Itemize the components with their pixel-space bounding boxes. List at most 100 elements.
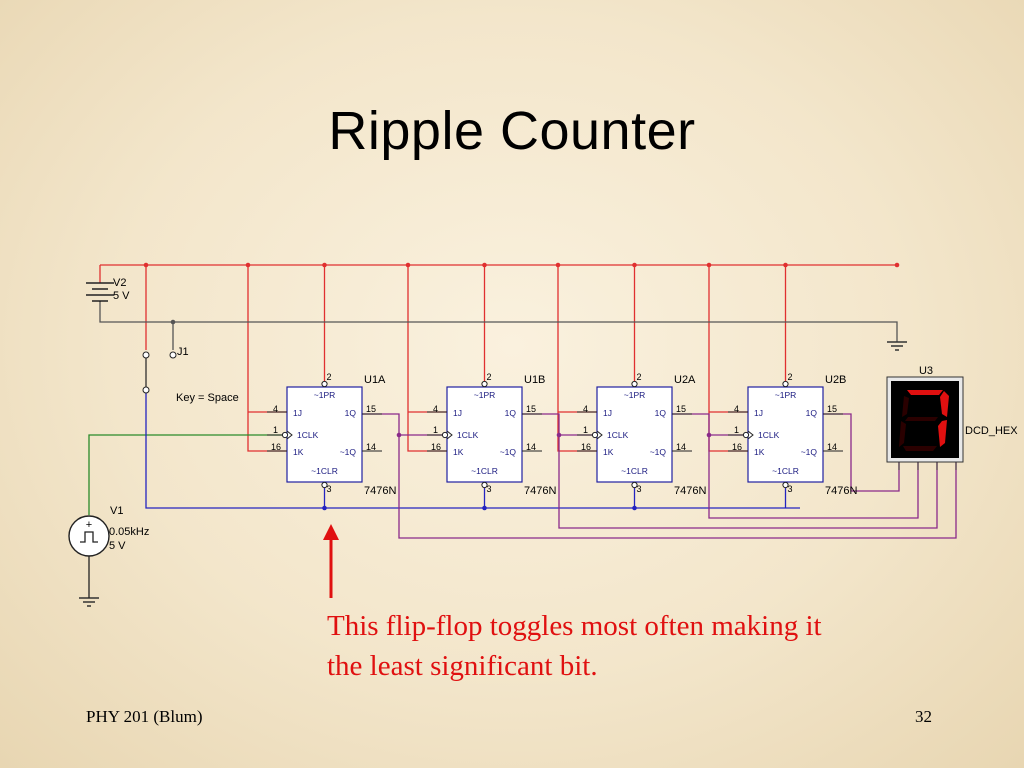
flipflop-model: 7476N bbox=[825, 485, 857, 497]
label-clr: ~1CLR bbox=[621, 466, 648, 476]
pin-clr: 3 bbox=[788, 484, 793, 494]
label-pr: ~1PR bbox=[474, 390, 496, 400]
display-model: DCD_HEX bbox=[965, 425, 1018, 437]
clk-triangle bbox=[747, 430, 754, 440]
clr-bubble bbox=[481, 481, 488, 489]
label-j: 1J bbox=[453, 408, 462, 418]
label-k: 1K bbox=[293, 447, 304, 457]
pin-nq: 14 bbox=[526, 442, 536, 452]
label-clk: 1CLK bbox=[607, 430, 629, 440]
pin-stubs bbox=[427, 411, 542, 452]
clock-to-u1a bbox=[88, 434, 283, 515]
pin-clr: 3 bbox=[487, 484, 492, 494]
pin-k: 16 bbox=[581, 442, 591, 452]
junction-dot bbox=[783, 262, 788, 268]
junction-dot bbox=[632, 505, 637, 511]
caption-line-1: This flip-flop toggles most often making… bbox=[327, 610, 822, 642]
label-q: 1Q bbox=[345, 408, 357, 418]
clk-bubble bbox=[591, 431, 599, 439]
pin-nq: 14 bbox=[676, 442, 686, 452]
pin-clr: 3 bbox=[327, 484, 332, 494]
clk-triangle bbox=[446, 430, 453, 440]
flipflop-name: U1A bbox=[364, 374, 386, 386]
clk-bubble bbox=[441, 431, 449, 439]
pr-bubble bbox=[481, 380, 488, 388]
label-nq: ~1Q bbox=[340, 447, 357, 457]
flipflop-body bbox=[286, 386, 363, 483]
label-k: 1K bbox=[754, 447, 765, 457]
clk-triangle bbox=[286, 430, 293, 440]
pin-q: 15 bbox=[366, 404, 376, 414]
switch-name: J1 bbox=[177, 346, 189, 358]
ground-rail bbox=[99, 302, 898, 342]
pin-clr: 3 bbox=[637, 484, 642, 494]
label-nq: ~1Q bbox=[650, 447, 667, 457]
label-clr: ~1CLR bbox=[772, 466, 799, 476]
segment-f bbox=[902, 396, 909, 417]
junction-dot bbox=[894, 262, 900, 268]
caption-line-2: the least significant bit. bbox=[327, 650, 598, 682]
junction-dot bbox=[482, 505, 487, 511]
clock-amplitude: 5 V bbox=[109, 540, 126, 552]
pin-clk: 1 bbox=[583, 425, 588, 435]
ground-wires bbox=[79, 302, 907, 607]
switch-contact-b bbox=[169, 351, 177, 359]
flipflop-body bbox=[747, 386, 824, 483]
label-j: 1J bbox=[603, 408, 612, 418]
q1-to-display bbox=[398, 435, 957, 539]
pin-pr: 2 bbox=[788, 372, 793, 382]
pin-stubs bbox=[267, 411, 382, 452]
vcc-to-jk-3 bbox=[557, 265, 597, 452]
caption: This flip-flop toggles most often making… bbox=[327, 606, 927, 686]
pin-stubs bbox=[728, 411, 843, 452]
clr-bubble bbox=[321, 481, 328, 489]
pin-q: 15 bbox=[827, 404, 837, 414]
segment-a bbox=[907, 390, 943, 395]
q3-to-display bbox=[708, 435, 919, 519]
flipflop-name: U1B bbox=[524, 374, 545, 386]
output-wires bbox=[362, 413, 957, 539]
label-clk: 1CLK bbox=[297, 430, 319, 440]
junction-dot bbox=[322, 262, 327, 268]
pin-stubs bbox=[577, 411, 692, 452]
pin-clk: 1 bbox=[273, 425, 278, 435]
switch-contact-a bbox=[142, 351, 150, 359]
pin-nq: 14 bbox=[366, 442, 376, 452]
label-clk: 1CLK bbox=[457, 430, 479, 440]
battery-v2 bbox=[86, 282, 114, 302]
vcc-to-jk-4 bbox=[708, 265, 748, 452]
flipflop-model: 7476N bbox=[674, 485, 706, 497]
page-number: 32 bbox=[915, 707, 932, 726]
label-k: 1K bbox=[603, 447, 614, 457]
clear-wires bbox=[145, 392, 800, 511]
clock-wires bbox=[88, 434, 283, 515]
label-q: 1Q bbox=[505, 408, 517, 418]
junction-dot bbox=[245, 262, 251, 268]
flipflop-name: U2B bbox=[825, 374, 846, 386]
pin-clk: 1 bbox=[734, 425, 739, 435]
junction-dot bbox=[555, 262, 561, 268]
switch-key: Key = Space bbox=[176, 392, 239, 404]
pin-k: 16 bbox=[431, 442, 441, 452]
flipflop-model: 7476N bbox=[364, 485, 396, 497]
label-j: 1J bbox=[754, 408, 763, 418]
segment-g bbox=[905, 417, 938, 421]
label-q: 1Q bbox=[655, 408, 667, 418]
segment-c bbox=[938, 420, 947, 447]
supply-name: V2 bbox=[113, 277, 126, 289]
clock-plus-sign: + bbox=[86, 519, 92, 531]
pin-nq: 14 bbox=[827, 442, 837, 452]
junction-dot bbox=[143, 262, 149, 268]
arrow-to-lsb bbox=[323, 524, 339, 598]
segment-b bbox=[940, 391, 949, 417]
pr-bubble bbox=[782, 380, 789, 388]
pin-pr: 2 bbox=[487, 372, 492, 382]
clk-bubble bbox=[742, 431, 750, 439]
pin-j: 4 bbox=[273, 404, 278, 414]
